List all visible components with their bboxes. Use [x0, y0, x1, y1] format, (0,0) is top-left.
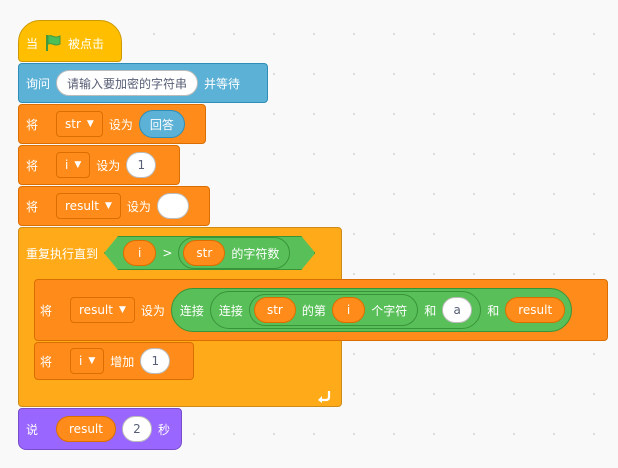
event-prefix: 当 [26, 36, 39, 51]
ask-prompt-input[interactable]: 请输入要加密的字符串 [56, 70, 199, 96]
var-reporter-i[interactable]: i [331, 297, 366, 323]
var-reporter-result[interactable]: result [56, 416, 116, 442]
change-i-label: 将 [40, 354, 53, 369]
var-dropdown-text: str [65, 117, 81, 131]
set-i-label: 将 [26, 158, 39, 173]
set-str-mid: 设为 [108, 117, 133, 132]
loop-arrow-icon [316, 388, 332, 403]
greater-than-op: > [162, 246, 173, 260]
answer-reporter[interactable]: 回答 [138, 110, 185, 138]
when-flag-clicked-block[interactable] [18, 20, 122, 62]
chevron-down-icon: ▼ [74, 160, 82, 170]
and-label-1: 和 [424, 303, 437, 318]
change-i-value-input[interactable]: 1 [140, 348, 171, 374]
join-reporter-inner[interactable]: 连接 str 的第 i 个字符 和 a [209, 291, 482, 329]
join-reporter-outer[interactable]: 连接 连接 str 的第 i 个字符 和 a 和 result [170, 288, 573, 332]
letter-of-label: 的第 [301, 303, 326, 318]
char-label: 个字符 [371, 303, 408, 318]
length-of-label: 的字符数 [231, 246, 280, 261]
var-reporter-str[interactable]: str [253, 297, 296, 323]
change-i-mid: 增加 [110, 354, 135, 369]
green-flag-icon [44, 34, 62, 52]
letter-of-reporter[interactable]: str 的第 i 个字符 [248, 294, 419, 326]
join-text-input-a[interactable]: a [442, 297, 473, 323]
var-reporter-i[interactable]: i [123, 240, 156, 266]
var-dropdown-i[interactable]: i ▼ [56, 152, 91, 178]
var-dropdown-text: i [65, 158, 69, 172]
set-str-label: 将 [26, 117, 39, 132]
set-result-mid: 设为 [126, 199, 151, 214]
say-suffix: 秒 [157, 422, 170, 437]
var-dropdown-result[interactable]: result ▼ [56, 193, 121, 219]
condition-hexagon[interactable]: i > str 的字符数 [104, 236, 315, 270]
var-dropdown-text: i [79, 354, 83, 368]
var-dropdown-str[interactable]: str ▼ [56, 111, 103, 137]
repeat-label: 重复执行直到 [26, 246, 99, 261]
ask-label: 询问 [26, 76, 51, 91]
var-dropdown-i[interactable]: i ▼ [70, 348, 105, 374]
set-result-label: 将 [26, 199, 39, 214]
event-suffix: 被点击 [68, 36, 105, 51]
join-label-inner: 连接 [218, 303, 243, 318]
var-dropdown-result[interactable]: result ▼ [70, 297, 135, 323]
chevron-down-icon: ▼ [86, 119, 94, 129]
say-label: 说 [26, 422, 39, 437]
and-label-2: 和 [487, 303, 500, 318]
set-i-value-input[interactable]: 1 [126, 152, 157, 178]
inner-set-label: 将 [40, 303, 53, 318]
chevron-down-icon: ▼ [104, 201, 112, 211]
length-of-reporter[interactable]: str 的字符数 [178, 237, 290, 269]
chevron-down-icon: ▼ [88, 356, 96, 366]
set-result-value-input[interactable] [156, 193, 189, 219]
inner-set-mid: 设为 [140, 303, 165, 318]
ask-suffix: 并等待 [204, 76, 241, 91]
chevron-down-icon: ▼ [118, 305, 126, 315]
var-dropdown-text: result [79, 303, 113, 317]
join-label-outer: 连接 [179, 303, 204, 318]
var-reporter-result[interactable]: result [505, 297, 566, 323]
var-dropdown-text: result [65, 199, 99, 213]
var-reporter-str[interactable]: str [183, 240, 225, 266]
say-secs-input[interactable]: 2 [121, 416, 152, 442]
set-i-mid: 设为 [96, 158, 121, 173]
